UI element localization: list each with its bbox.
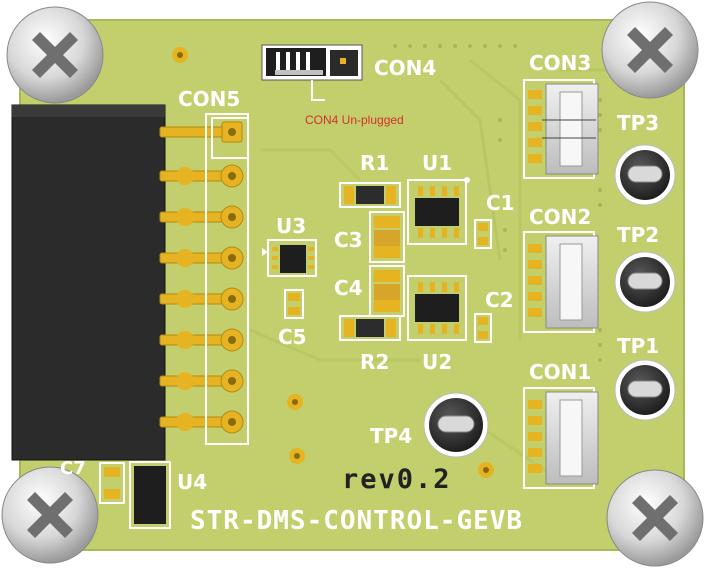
u1-label: U1	[422, 151, 453, 175]
c2-label: C2	[485, 288, 514, 312]
ic-u2	[407, 275, 467, 341]
c3-label: C3	[334, 228, 363, 252]
tp3-label: TP3	[617, 111, 660, 135]
con1-label: CON1	[529, 360, 592, 384]
capacitor-c5	[284, 289, 304, 319]
tp4-label: TP4	[370, 424, 413, 448]
mounting-screw-bottom-right	[606, 469, 704, 567]
test-point-tp3	[614, 144, 676, 206]
c7-label: C7	[60, 458, 86, 479]
con4-label: CON4	[374, 56, 437, 80]
con4-connector	[261, 44, 363, 101]
mounting-screw-bottom-left	[1, 466, 99, 564]
mounting-screw-top-right	[601, 1, 699, 99]
con5-housing	[11, 104, 166, 461]
capacitor-c1	[474, 219, 492, 249]
ic-u4	[129, 461, 171, 529]
board-revision: rev0.2	[342, 464, 452, 495]
gold-vias	[172, 47, 494, 478]
via-field	[393, 44, 602, 362]
test-point-tp1	[614, 359, 676, 421]
capacitor-c7	[99, 462, 125, 504]
u3-label: U3	[276, 214, 307, 238]
con3-connector	[523, 79, 599, 179]
con3-label: CON3	[529, 51, 592, 75]
c1-label: C1	[486, 191, 515, 215]
tp2-label: TP2	[617, 223, 660, 247]
tp1-label: TP1	[617, 334, 660, 358]
capacitor-c3	[369, 211, 405, 263]
capacitor-c4	[369, 265, 405, 317]
con1-connector	[523, 387, 599, 489]
con5-label: CON5	[178, 87, 241, 111]
test-point-tp2	[614, 251, 676, 313]
con2-connector	[523, 231, 599, 333]
board-name: STR-DMS-CONTROL-GEVB	[190, 508, 524, 534]
c5-label: C5	[278, 325, 307, 349]
c4-label: C4	[334, 276, 363, 300]
r2-label: R2	[360, 350, 390, 374]
con4-unplugged-note: CON4 Un-plugged	[305, 113, 404, 127]
mounting-screw-top-left	[6, 6, 104, 104]
r1-label: R1	[360, 151, 390, 175]
test-point-tp4	[423, 392, 489, 458]
ic-u1	[407, 177, 470, 245]
resistor-r2	[339, 315, 401, 341]
u4-label: U4	[177, 470, 208, 494]
capacitor-c2	[474, 313, 492, 343]
pcb-traces	[249, 58, 610, 482]
con2-label: CON2	[529, 205, 592, 229]
resistor-r1	[339, 182, 401, 208]
ic-u3	[262, 239, 317, 277]
u2-label: U2	[422, 350, 453, 374]
